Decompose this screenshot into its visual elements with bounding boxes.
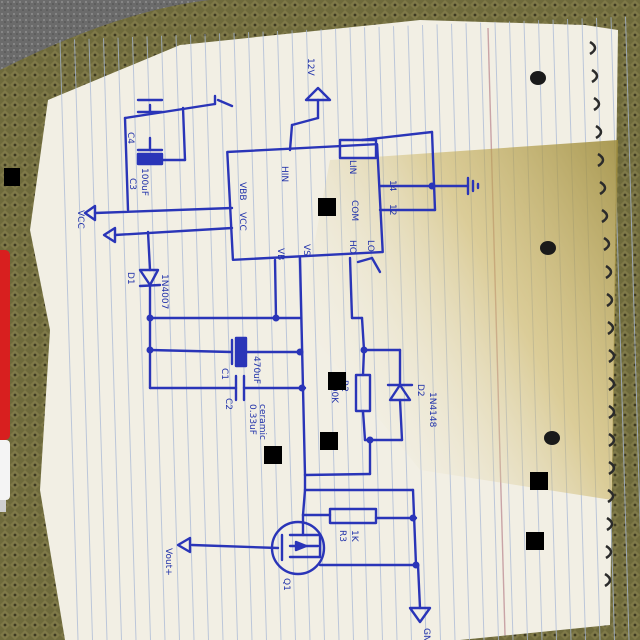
driver-ic xyxy=(226,142,384,262)
label-pin-14: 14 xyxy=(387,180,397,192)
label-c2: C2 xyxy=(223,398,233,410)
label-vcc: VCC xyxy=(237,212,247,231)
label-d1: D1 xyxy=(125,272,135,285)
label-supply-top: 12V xyxy=(305,58,315,76)
ruled-line xyxy=(204,33,224,640)
label-vcc-left: VCC xyxy=(75,210,85,229)
label-c2-type: ceramic xyxy=(257,404,267,440)
redaction-squares xyxy=(4,168,548,550)
label-c3: C3 xyxy=(127,178,137,190)
label-com: COM xyxy=(349,200,359,221)
red-pen xyxy=(0,250,10,512)
ruled-line xyxy=(190,34,209,640)
spiral-wire xyxy=(589,40,616,588)
paper-shadow xyxy=(300,140,618,500)
ruled-line xyxy=(262,31,282,640)
label-r3-value: 1K xyxy=(349,530,359,543)
label-ground: GND xyxy=(421,628,431,640)
spiral-holes xyxy=(530,71,560,445)
label-c2-value: 0.33uF xyxy=(247,404,257,435)
label-vout: Vout+ xyxy=(163,548,173,576)
ruled-line xyxy=(74,39,93,640)
ruled-line xyxy=(625,16,640,537)
label-d2: D2 xyxy=(415,384,425,397)
label-c4: C4 xyxy=(125,132,135,144)
ruled-line xyxy=(117,37,137,640)
ruled-line xyxy=(248,32,267,640)
label-hin: HIN xyxy=(279,166,289,182)
label-c1: C1 xyxy=(219,368,229,380)
ruled-line xyxy=(59,39,79,640)
label-c3-value: 100uF xyxy=(139,168,149,196)
ruled-line xyxy=(161,35,180,640)
label-vb: VB xyxy=(275,248,285,260)
ruled-line xyxy=(233,32,253,640)
label-r3: R3 xyxy=(337,530,347,542)
label-lin: LIN xyxy=(347,160,357,174)
ruled-line xyxy=(219,33,238,640)
label-r2-value: 100K xyxy=(329,380,339,404)
label-pin-12: 12 xyxy=(387,204,397,215)
ruled-line xyxy=(88,38,108,640)
label-ho: HO xyxy=(347,240,357,254)
ruled-line xyxy=(277,30,296,640)
ic-pin-notch xyxy=(338,138,378,160)
label-vs: VS xyxy=(301,244,311,256)
ruled-line xyxy=(103,38,122,640)
schematic xyxy=(83,86,480,624)
label-d1-part: 1N4007 xyxy=(159,274,169,309)
label-q1: Q1 xyxy=(281,578,291,591)
label-c1-value: 470uF xyxy=(251,356,261,384)
label-d2-part: 1N4148 xyxy=(427,392,437,428)
ruled-line xyxy=(132,36,151,640)
ruled-line xyxy=(610,17,630,640)
label-lo: LO xyxy=(365,240,375,252)
schematic-labels: 12V VCC VBB VCC HIN LIN COM VB VS HO LO … xyxy=(75,58,437,640)
label-vbb: VBB xyxy=(237,182,247,201)
